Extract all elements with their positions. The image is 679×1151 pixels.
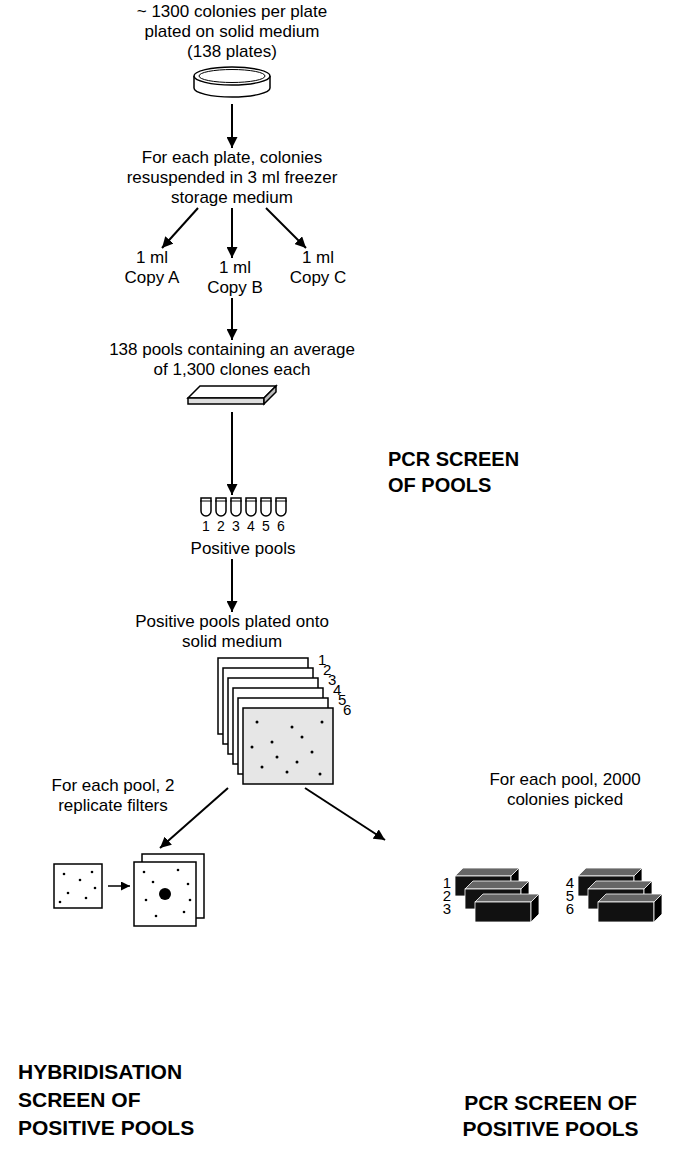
- plate-stack: [243, 708, 333, 784]
- step-text: ~ 1300 colonies per plate plated on soli…: [132, 2, 332, 62]
- step-text: 1 ml Copy B: [203, 258, 267, 298]
- replicate-filters: [79, 879, 82, 882]
- flow-arrow: [305, 788, 385, 840]
- callout-number: 5: [259, 518, 273, 534]
- process-step: Positive pools plated onto solid medium: [132, 612, 332, 788]
- callout-number: 3: [439, 900, 451, 917]
- callout-number: 6: [274, 518, 288, 534]
- process-step: For each plate, colonies resuspended in …: [122, 148, 342, 208]
- replicate-filters: [54, 854, 204, 926]
- replicate-filters: [85, 897, 88, 900]
- plate-stack: [311, 751, 314, 754]
- replicate-filters: [63, 873, 66, 876]
- process-step: HYBRIDISATION SCREEN OF POSITIVE POOLS: [18, 848, 218, 1142]
- replicate-filters: [54, 864, 102, 908]
- process-step: 1 ml Copy A: [120, 248, 184, 288]
- step-text: 1 ml Copy A: [120, 248, 184, 288]
- step-text: Positive pools: [183, 539, 303, 559]
- replicate-filters: [94, 887, 97, 890]
- callout-number: 1: [199, 518, 213, 534]
- replicate-filters: [152, 881, 155, 884]
- callout-number: 4: [244, 518, 258, 534]
- replicate-filters: [189, 899, 192, 902]
- plate-stack: [296, 761, 299, 764]
- petri-dish: [194, 67, 270, 97]
- step-text: For each plate, colonies resuspended in …: [122, 148, 342, 208]
- picked-colony-plates: [475, 894, 539, 922]
- flow-arrow: [231, 104, 233, 148]
- callout-number: 6: [343, 701, 355, 718]
- step-text: 138 pools containing an average of 1,300…: [104, 340, 360, 380]
- process-label: PCR SCREEN OF POOLS: [388, 446, 530, 498]
- replicate-filters: [108, 885, 130, 887]
- flow-arrow: [231, 412, 233, 495]
- process-step: Positive pools: [183, 495, 303, 559]
- replicate-filters: [145, 899, 148, 902]
- plate-stack: [276, 756, 279, 759]
- replicate-filters: [143, 871, 146, 874]
- plate-stack: [251, 746, 254, 749]
- step-text: HYBRIDISATION SCREEN OF POSITIVE POOLS: [18, 1058, 213, 1142]
- replicate-filters: [155, 915, 158, 918]
- flow-arrow: [160, 788, 228, 848]
- replicate-filters: [159, 888, 171, 900]
- storage-tray: [188, 398, 264, 404]
- petri-dish: [199, 70, 265, 83]
- flow-arrow: [162, 208, 198, 248]
- callout-number: 3: [229, 518, 243, 534]
- step-text: 1 ml Copy C: [286, 248, 350, 288]
- plate-stack: [319, 773, 322, 776]
- replicate-filters: [59, 901, 62, 904]
- replicate-filters: [143, 869, 192, 918]
- flow-arrow: [231, 559, 233, 612]
- storage-tray: [264, 386, 276, 404]
- plate-stack: [256, 721, 259, 724]
- callout-number: 2: [214, 518, 228, 534]
- step-note: For each pool, 2000 colonies picked: [480, 770, 650, 810]
- tube-row: [200, 498, 287, 516]
- plate-stack: [271, 741, 274, 744]
- flow-arrow: [266, 208, 306, 248]
- replicate-filters: [187, 883, 190, 886]
- plate-stack: [286, 771, 289, 774]
- replicate-filters: [134, 862, 196, 926]
- tube-row: [200, 501, 287, 502]
- flow-arrow: [231, 298, 233, 340]
- plate-stack: [251, 721, 324, 776]
- petri-dish: [194, 67, 270, 85]
- flow-arrow: [231, 208, 233, 258]
- step-text: PCR SCREEN OF POSITIVE POOLS: [458, 1090, 643, 1142]
- process-step: 1 ml Copy C: [286, 248, 350, 288]
- plate-stack: [218, 658, 333, 784]
- plate-stack: [321, 721, 324, 724]
- plate-stack: [261, 766, 264, 769]
- process-step: 1 ml Copy B: [203, 258, 267, 298]
- picked-colony-plates: [598, 894, 662, 922]
- replicate-filters: [177, 869, 180, 872]
- process-step: 138 pools containing an average of 1,300…: [104, 340, 360, 412]
- replicate-filters: [59, 871, 97, 904]
- storage-tray: [188, 386, 276, 404]
- storage-tray: [188, 386, 276, 398]
- callout-number: 6: [562, 900, 574, 917]
- replicate-filters: [183, 911, 186, 914]
- process-step: ~ 1300 colonies per plate plated on soli…: [132, 2, 332, 104]
- replicate-filters: [91, 871, 94, 874]
- plate-stack: [301, 736, 304, 739]
- replicate-filters: [67, 892, 70, 895]
- plate-stack: [291, 726, 294, 729]
- step-text: Positive pools plated onto solid medium: [132, 612, 332, 652]
- picked-colony-plates: [455, 868, 662, 922]
- process-step: PCR SCREEN OF POSITIVE POOLS: [370, 840, 660, 1142]
- step-note: For each pool, 2 replicate filters: [49, 776, 177, 816]
